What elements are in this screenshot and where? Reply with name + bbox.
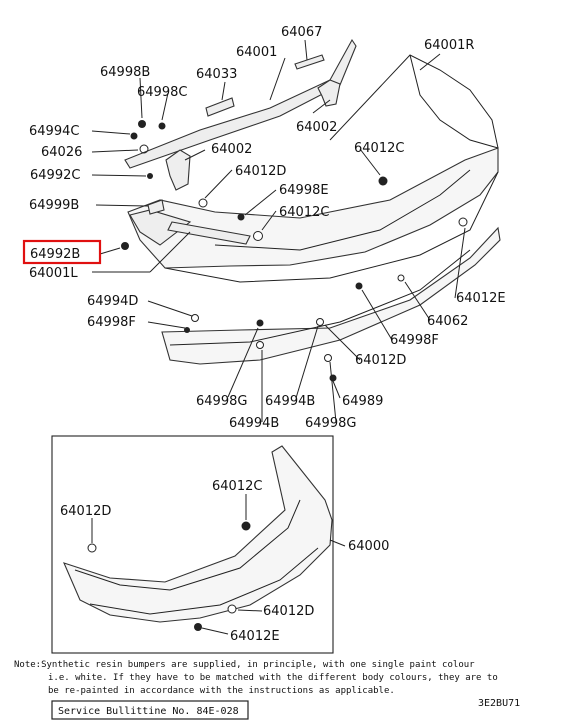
screw-icon [147, 173, 153, 179]
bumper-lower-edge [164, 171, 499, 283]
screw-icon [184, 327, 190, 333]
clip-icon [241, 521, 251, 531]
pad-64999B [147, 199, 165, 215]
label-64999B: 64999B [29, 198, 79, 213]
screw-icon [121, 242, 129, 250]
label-64998F-right: 64998F [390, 333, 439, 348]
screw-icon [158, 122, 166, 130]
label-64026: 64026 [41, 145, 82, 160]
clip-icon [198, 198, 208, 208]
bumper-top-edge [329, 54, 499, 149]
screw-icon [256, 319, 264, 327]
label-64998G-b: 64998G [305, 416, 356, 431]
absorber-inner-line [169, 249, 471, 346]
label-64998C: 64998C [137, 85, 187, 100]
plate-64033 [205, 97, 235, 117]
label-64998G-a: 64998G [196, 394, 247, 409]
label-64994B-b: 64994B [229, 416, 279, 431]
note-line-2: i.e. white. If they have to be matched w… [48, 673, 498, 683]
label-64012D-lower-right: 64012D [263, 604, 314, 619]
bumper-inner-edge [409, 54, 499, 149]
label-64989: 64989 [342, 394, 383, 409]
note-line-1: Note:Synthetic resin bumpers are supplie… [14, 660, 475, 670]
clip-icon [227, 604, 237, 614]
label-64994C: 64994C [29, 124, 79, 139]
label-64012C-mid: 64012C [279, 205, 329, 220]
clip-icon [458, 217, 468, 227]
reference-code: 3E2BU71 [478, 698, 520, 709]
clip-icon [324, 354, 332, 362]
leader-lines-upper [91, 39, 466, 423]
label-64998E: 64998E [279, 183, 329, 198]
clip-icon [253, 231, 263, 241]
label-64012C-top: 64012C [354, 141, 404, 156]
clip-icon [316, 318, 324, 326]
label-64994D: 64994D [87, 294, 138, 309]
clip-icon [194, 623, 202, 631]
label-64012E-upper: 64012E [456, 291, 506, 306]
strip-64067 [294, 54, 325, 70]
label-64992B: 64992B [30, 247, 80, 262]
label-64002-right: 64002 [296, 120, 337, 135]
label-64000: 64000 [348, 539, 389, 554]
label-64998F-left: 64998F [87, 315, 136, 330]
side-bracket-left [129, 209, 192, 246]
label-64998B: 64998B [100, 65, 150, 80]
label-64994B-a: 64994B [265, 394, 315, 409]
label-64001: 64001 [236, 45, 277, 60]
bracket-64002-left [165, 149, 191, 191]
label-64012E-lower: 64012E [230, 629, 280, 644]
clip-icon [355, 282, 363, 290]
absorber-lower [161, 226, 501, 365]
label-64012D-lower-left: 64012D [60, 504, 111, 519]
washer-icon [139, 144, 149, 154]
label-64001R: 64001R [424, 38, 474, 53]
bumper-shadow-line [214, 169, 471, 251]
label-64012D-top: 64012D [235, 164, 286, 179]
clip-icon [397, 274, 405, 282]
bumper-complete [63, 445, 333, 623]
leader-lines-lower [91, 494, 346, 635]
label-64062: 64062 [427, 314, 468, 329]
label-64012C-lower: 64012C [212, 479, 262, 494]
clip-icon [256, 341, 264, 349]
note-line-3: be re-painted in accordance with the ins… [48, 686, 395, 696]
upper-rail [124, 38, 357, 169]
screw-icon [138, 120, 146, 128]
label-64002-left: 64002 [211, 142, 252, 157]
bulletin-text: Service Bullittine No. 84E-028 [58, 706, 239, 717]
clip-icon [87, 543, 97, 553]
bracket-64002-right [317, 79, 341, 107]
nut-icon [130, 132, 138, 140]
bumper-complete-lower [89, 547, 319, 615]
assembly-box [51, 435, 334, 654]
bulletin-box [51, 700, 249, 720]
fastener-set-lower [87, 521, 251, 631]
label-64033: 64033 [196, 67, 237, 82]
label-64992C: 64992C [30, 168, 80, 183]
label-64001L: 64001L [29, 266, 78, 281]
label-64067: 64067 [281, 25, 322, 40]
screw-icon [237, 213, 245, 221]
screw-icon [329, 374, 337, 382]
reinforcement-64062 [167, 221, 251, 245]
fastener-set-upper [121, 120, 468, 382]
clip-icon [378, 176, 388, 186]
bumper-complete-edge [74, 499, 301, 591]
clip-icon [191, 314, 199, 322]
label-64012D-mid: 64012D [355, 353, 406, 368]
highlight-box [22, 239, 102, 265]
